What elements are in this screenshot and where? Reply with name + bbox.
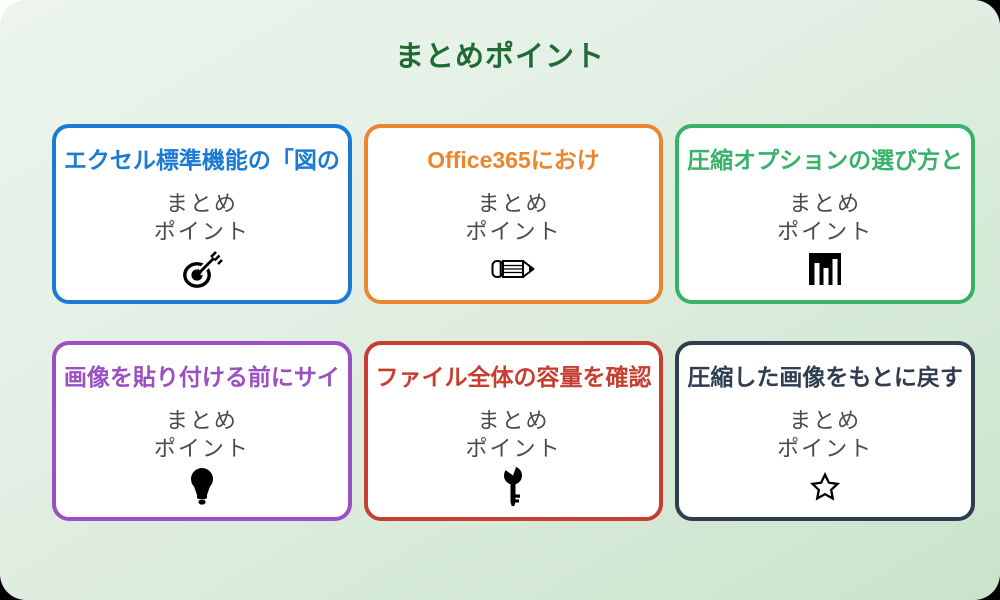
key-icon: [500, 466, 526, 507]
card-body-text: まとめ ポイント: [154, 190, 250, 246]
summary-card-restore-images: 圧縮した画像をもとに戻す まとめ ポイント: [675, 341, 975, 521]
card-body-line1: まとめ: [789, 191, 862, 217]
card-body-line1: まとめ: [789, 408, 862, 434]
card-body-line1: まとめ: [165, 408, 238, 434]
page-title: まとめポイント: [394, 41, 605, 73]
card-body-line2: ポイント: [153, 219, 250, 245]
dart-target-icon: [181, 249, 223, 289]
card-title: 圧縮オプションの選び方と: [687, 147, 964, 173]
card-body-text: まとめ ポイント: [465, 190, 561, 246]
card-title: 圧縮した画像をもとに戻す: [687, 364, 963, 390]
card-body-line2: ポイント: [777, 436, 874, 462]
card-grid: エクセル標準機能の「図の まとめ ポイント Office: [52, 124, 975, 521]
card-body-line1: まとめ: [477, 191, 550, 217]
card-body-text: まとめ ポイント: [154, 407, 250, 463]
pencil-icon: [490, 249, 536, 289]
lightbulb-icon: [187, 466, 217, 506]
card-title: 画像を貼り付ける前にサイ: [63, 364, 340, 390]
summary-card-resize-before-paste: 画像を貼り付ける前にサイ まとめ ポイント: [52, 341, 352, 521]
summary-card-check-file-size: ファイル全体の容量を確認 まとめ ポイント: [363, 341, 664, 521]
card-title: ファイル全体の容量を確認: [375, 364, 652, 390]
card-title: エクセル標準機能の「図の: [63, 147, 340, 173]
card-body-line1: まとめ: [477, 408, 550, 434]
card-body-line2: ポイント: [465, 219, 562, 245]
summary-card-compression-options: 圧縮オプションの選び方と まとめ ポイント: [675, 124, 975, 304]
star-icon: [810, 466, 841, 506]
summary-card-excel-standard: エクセル標準機能の「図の まとめ ポイント: [52, 124, 352, 304]
card-body-line2: ポイント: [777, 219, 874, 245]
summary-card-office365: Office365におけ まとめ ポイント: [363, 124, 664, 304]
card-body-text: まとめ ポイント: [465, 407, 561, 463]
card-body-text: まとめ ポイント: [777, 190, 873, 246]
bar-chart-icon: [806, 249, 844, 289]
card-body-text: まとめ ポイント: [777, 407, 873, 463]
card-body-line2: ポイント: [153, 436, 250, 462]
card-body-line1: まとめ: [165, 191, 238, 217]
card-body-line2: ポイント: [465, 436, 562, 462]
card-title: Office365におけ: [427, 147, 600, 173]
